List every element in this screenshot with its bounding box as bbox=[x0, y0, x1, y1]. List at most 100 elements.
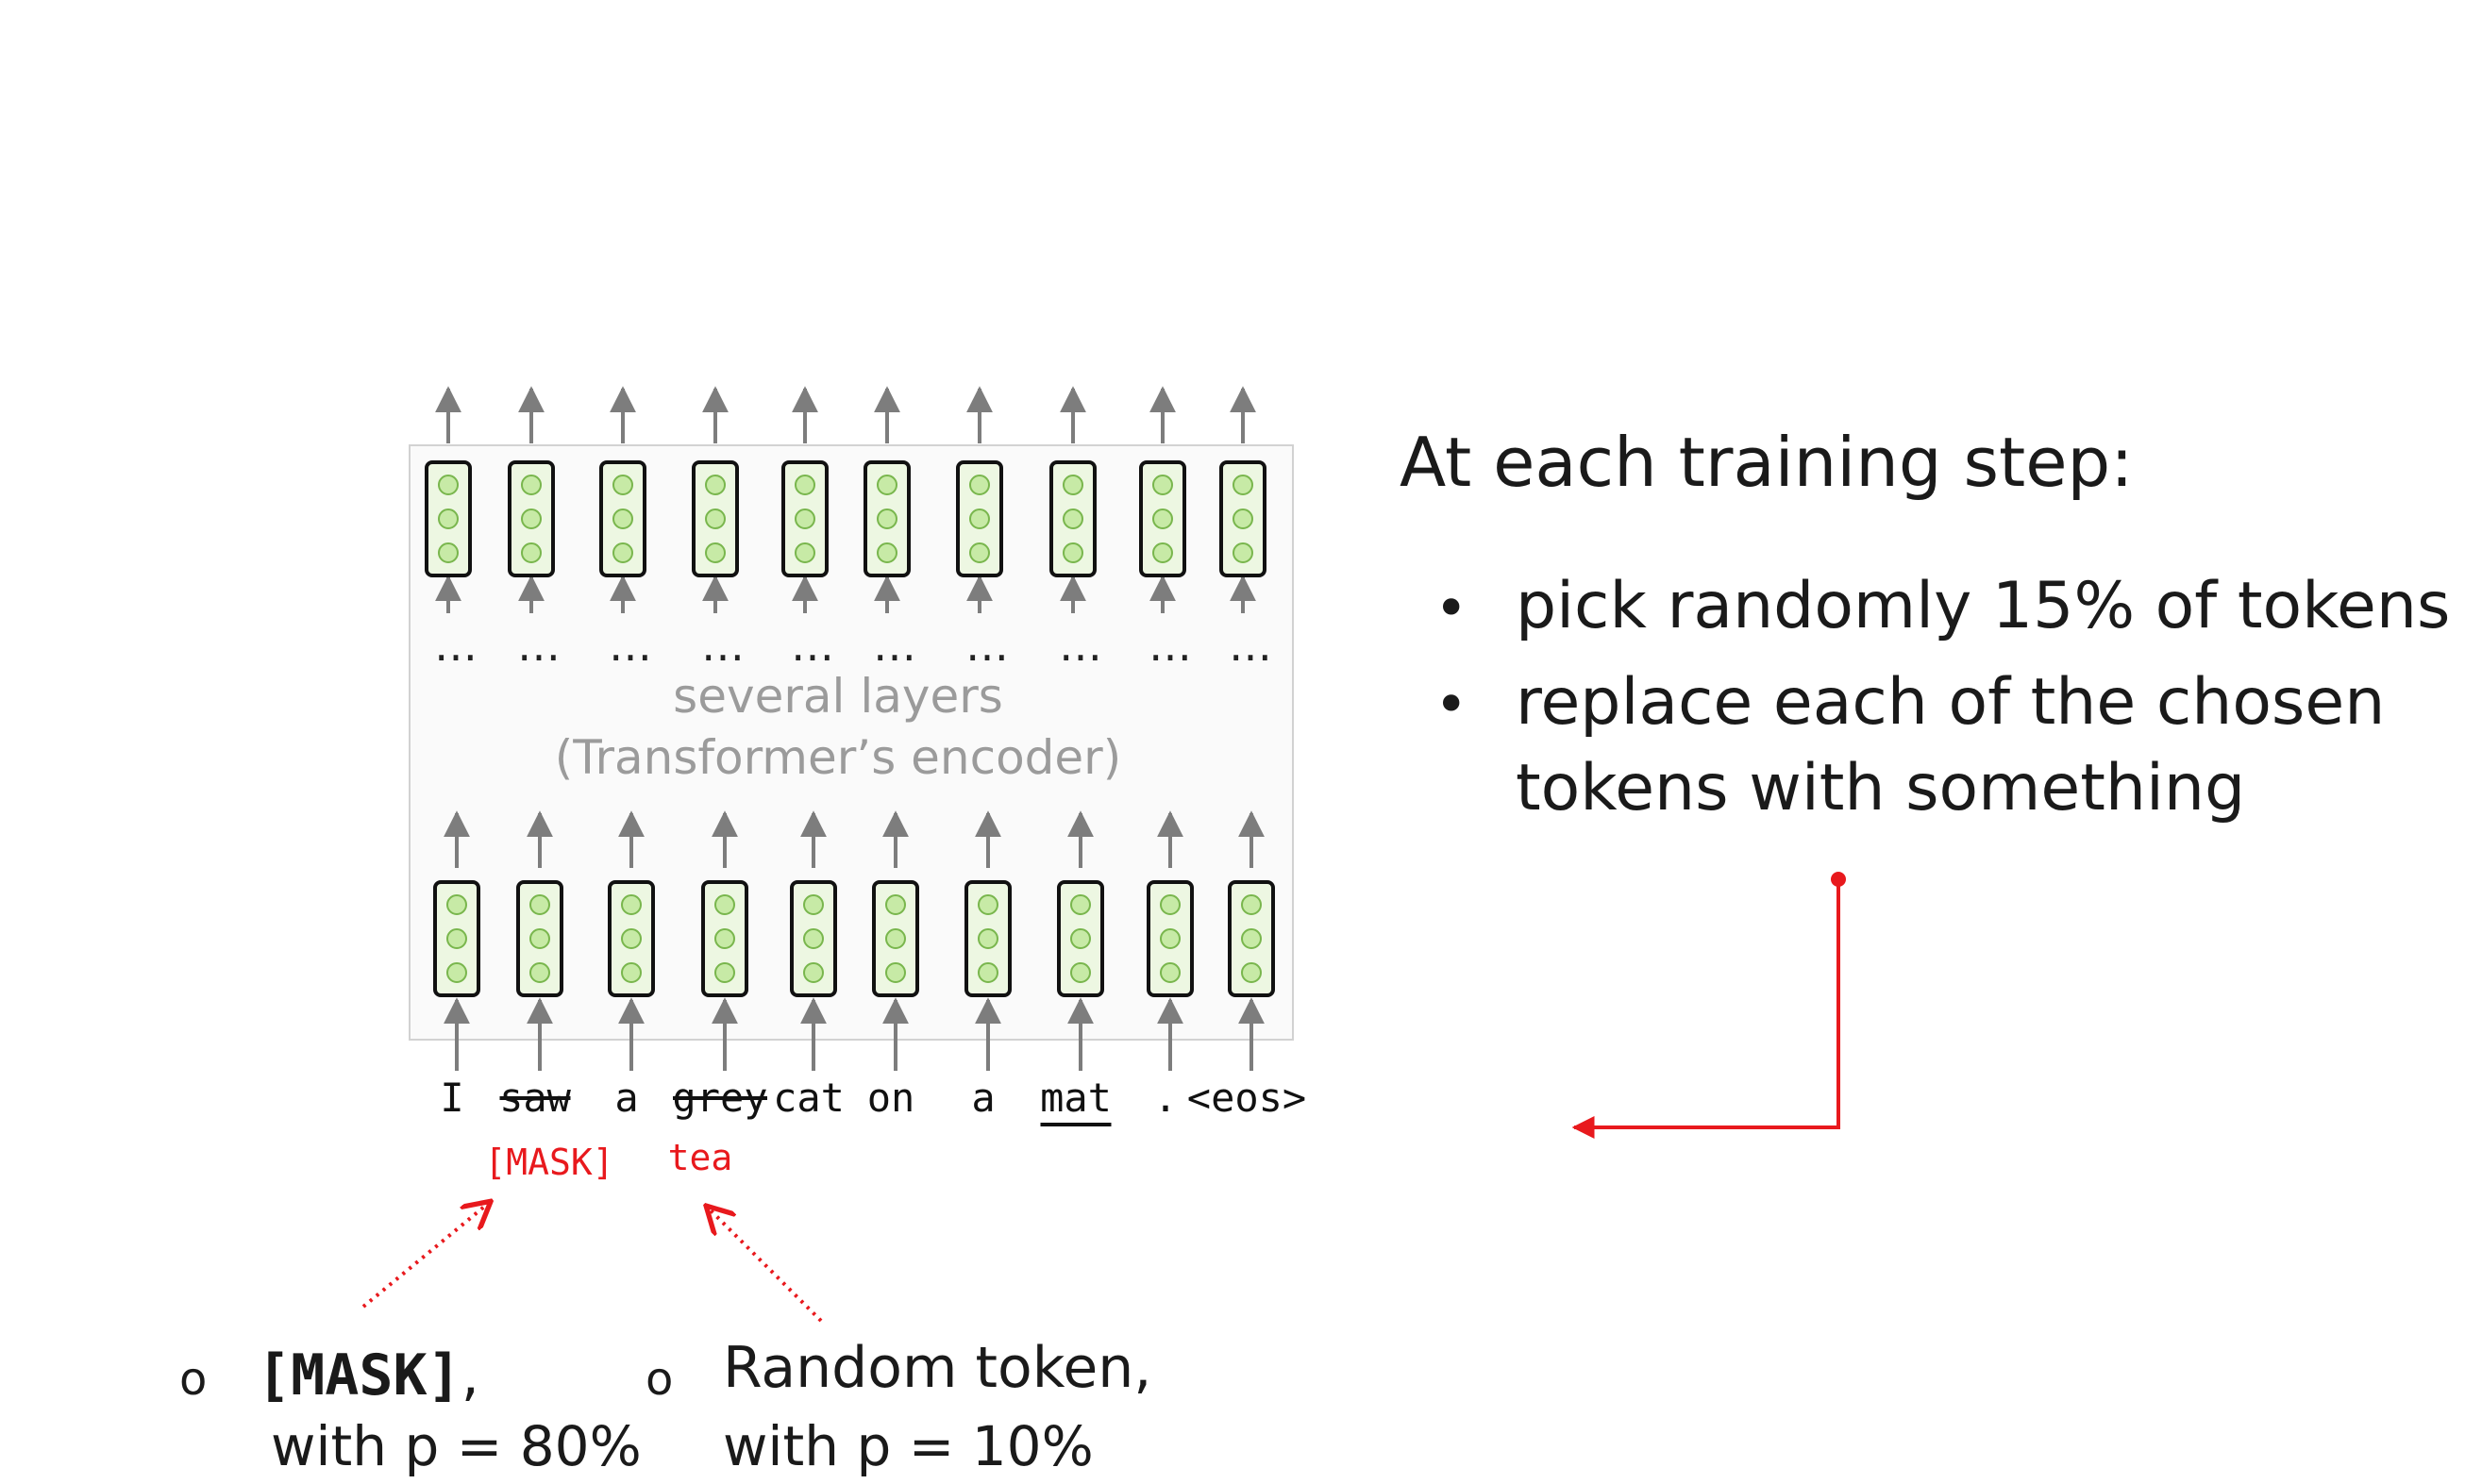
hidden-unit-dot bbox=[1063, 509, 1083, 529]
top-vector-cell bbox=[692, 460, 739, 577]
hidden-unit-dot bbox=[714, 894, 735, 915]
hidden-unit-dot bbox=[1233, 509, 1253, 529]
top-vector-cell bbox=[1049, 460, 1097, 577]
hidden-unit-dot bbox=[1160, 928, 1181, 949]
bottom-vector-cell bbox=[964, 880, 1012, 997]
hidden-unit-dot bbox=[446, 894, 467, 915]
hidden-unit-dot bbox=[969, 475, 990, 495]
input-token: a bbox=[614, 1075, 638, 1121]
hidden-unit-dot bbox=[621, 962, 642, 983]
hidden-unit-dot bbox=[885, 962, 906, 983]
panel-bullet-text: pick randomly 15% of tokens bbox=[1516, 569, 2450, 643]
bottom-vector-cell bbox=[1057, 880, 1104, 997]
hidden-unit-dot bbox=[885, 928, 906, 949]
hidden-unit-dot bbox=[529, 894, 550, 915]
mask-replacement-label: [MASK] bbox=[484, 1142, 613, 1183]
hidden-unit-dot bbox=[877, 475, 897, 495]
hidden-unit-dot bbox=[612, 509, 633, 529]
ellipsis-mark: … bbox=[965, 620, 1009, 671]
hidden-unit-dot bbox=[795, 509, 815, 529]
bottom-vector-cell bbox=[1228, 880, 1275, 997]
hidden-unit-dot bbox=[877, 509, 897, 529]
ellipsis-mark: … bbox=[1229, 620, 1272, 671]
hidden-unit-dot bbox=[803, 928, 824, 949]
input-token: mat bbox=[1040, 1075, 1112, 1121]
top-vector-cell bbox=[781, 460, 829, 577]
top-vector-cell bbox=[864, 460, 911, 577]
hidden-unit-dot bbox=[1063, 475, 1083, 495]
bottom-vector-cell bbox=[608, 880, 655, 997]
hidden-unit-dot bbox=[438, 509, 459, 529]
input-token: . bbox=[1153, 1075, 1177, 1121]
hidden-unit-dot bbox=[969, 542, 990, 563]
top-vector-cell bbox=[508, 460, 555, 577]
hidden-unit-dot bbox=[803, 962, 824, 983]
mask-option-marker: o bbox=[179, 1353, 207, 1406]
input-token: I bbox=[440, 1075, 463, 1121]
hidden-unit-dot bbox=[978, 928, 998, 949]
ellipsis-mark: … bbox=[1149, 620, 1192, 671]
hidden-unit-dot bbox=[1160, 962, 1181, 983]
arrow-layer bbox=[435, 386, 1265, 1071]
random-option-label: Random token, bbox=[723, 1335, 1151, 1401]
hidden-unit-dot bbox=[1070, 894, 1091, 915]
hidden-unit-dot bbox=[1070, 928, 1091, 949]
hidden-unit-dot bbox=[705, 509, 726, 529]
panel-connector-arrow bbox=[1571, 879, 1840, 1139]
hidden-unit-dot bbox=[795, 542, 815, 563]
panel-bullet-dot: • bbox=[1434, 672, 1467, 738]
random-option-probability: with p = 10% bbox=[723, 1414, 1094, 1478]
hidden-unit-dot bbox=[1241, 894, 1262, 915]
ellipsis-mark: … bbox=[434, 620, 478, 671]
random-replacement-label: tea bbox=[668, 1137, 733, 1178]
ellipsis-mark: … bbox=[517, 620, 561, 671]
hidden-unit-dot bbox=[978, 962, 998, 983]
hidden-unit-dot bbox=[612, 542, 633, 563]
input-token: <eos> bbox=[1187, 1075, 1306, 1121]
hidden-unit-dot bbox=[885, 894, 906, 915]
hidden-unit-dot bbox=[438, 542, 459, 563]
ellipsis-mark: … bbox=[1059, 620, 1102, 671]
hidden-unit-dot bbox=[529, 962, 550, 983]
hidden-unit-dot bbox=[621, 928, 642, 949]
hidden-unit-dot bbox=[1152, 542, 1173, 563]
hidden-unit-dot bbox=[521, 509, 542, 529]
bottom-vector-cell bbox=[872, 880, 919, 997]
hidden-unit-dot bbox=[1241, 962, 1262, 983]
hidden-unit-dot bbox=[1233, 542, 1253, 563]
hidden-unit-dot bbox=[705, 542, 726, 563]
cell-layer bbox=[425, 460, 1275, 997]
ellipsis-mark: … bbox=[791, 620, 834, 671]
mask-option-probability: with p = 80% bbox=[271, 1414, 642, 1478]
bottom-vector-cell bbox=[790, 880, 837, 997]
hidden-unit-dot bbox=[978, 894, 998, 915]
panel-bullet-text: replace each of the chosen bbox=[1516, 665, 2385, 740]
random-option-marker: o bbox=[646, 1353, 673, 1406]
hidden-unit-dot bbox=[438, 475, 459, 495]
bottom-vector-cell bbox=[433, 880, 480, 997]
hidden-unit-dot bbox=[969, 509, 990, 529]
encoder-caption-line1: several layers bbox=[673, 669, 1003, 724]
hidden-unit-dot bbox=[1233, 475, 1253, 495]
ellipsis-mark: … bbox=[873, 620, 916, 671]
mask-option-token: [MASK] bbox=[257, 1342, 461, 1409]
ellipsis-mark: … bbox=[701, 620, 745, 671]
top-vector-cell bbox=[1219, 460, 1266, 577]
bottom-vector-cell bbox=[701, 880, 748, 997]
hidden-unit-dot bbox=[1152, 509, 1173, 529]
panel-bullet-list: • pick randomly 15% of tokens • replace eac… bbox=[1434, 569, 2450, 825]
hidden-unit-dot bbox=[714, 928, 735, 949]
ellipsis-row: ………………………… bbox=[434, 620, 1272, 671]
hidden-unit-dot bbox=[714, 962, 735, 983]
panel-bullet-dot: • bbox=[1434, 575, 1467, 642]
top-vector-cell bbox=[425, 460, 472, 577]
hidden-unit-dot bbox=[529, 928, 550, 949]
hidden-unit-dot bbox=[1063, 542, 1083, 563]
hidden-unit-dot bbox=[1241, 928, 1262, 949]
encoder-caption-line2: (Transformer’s encoder) bbox=[555, 730, 1121, 785]
hidden-unit-dot bbox=[446, 962, 467, 983]
bottom-vector-cell bbox=[516, 880, 563, 997]
